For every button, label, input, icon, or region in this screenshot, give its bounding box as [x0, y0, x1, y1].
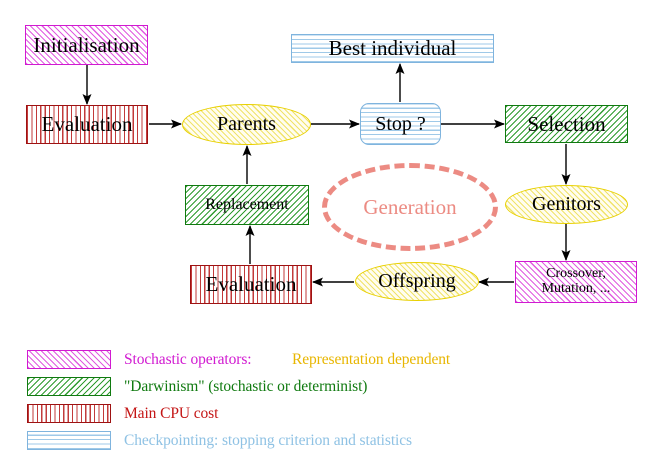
node-evaluation-top[interactable]: Evaluation — [26, 105, 148, 144]
node-replacement[interactable]: Replacement — [185, 185, 309, 225]
legend-swatch-stochastic-operators — [27, 350, 111, 369]
node-selection[interactable]: Selection — [505, 105, 628, 143]
legend-swatch-checkpointing — [27, 431, 111, 450]
node-evaluation-bottom[interactable]: Evaluation — [190, 265, 312, 304]
legend-label-main-cpu-cost: Main CPU cost — [124, 405, 219, 422]
node-best-individual-label: Best individual — [328, 36, 457, 61]
node-parents-label: Parents — [217, 113, 276, 135]
node-best-individual[interactable]: Best individual — [291, 34, 494, 63]
node-crossover-mutation[interactable]: Crossover, Mutation, ... — [515, 261, 637, 303]
node-initialisation-label: Initialisation — [33, 32, 140, 57]
node-stop-label: Stop ? — [375, 112, 426, 135]
node-offspring-label: Offspring — [378, 270, 456, 292]
node-crossover-label-line2: Mutation, ... — [541, 281, 611, 296]
node-stop[interactable]: Stop ? — [360, 103, 441, 145]
node-generation-group: Generation — [322, 163, 498, 251]
legend-label-checkpointing: Checkpointing: stopping criterion and st… — [124, 432, 412, 449]
node-crossover-label-line1: Crossover, — [546, 266, 606, 282]
node-initialisation[interactable]: Initialisation — [25, 25, 148, 65]
node-genitors-label: Genitors — [532, 193, 601, 215]
node-parents[interactable]: Parents — [182, 104, 311, 145]
node-replacement-label: Replacement — [205, 195, 289, 213]
legend-label-representation-dependent: Representation dependent — [292, 351, 451, 368]
node-selection-label: Selection — [527, 111, 606, 136]
node-evaluation-bottom-label: Evaluation — [205, 272, 297, 297]
legend-label-stochastic-operators: Stochastic operators: — [124, 351, 252, 368]
node-offspring[interactable]: Offspring — [355, 262, 479, 301]
legend-label-darwinism: "Darwinism" (stochastic or determinist) — [124, 378, 368, 395]
node-genitors[interactable]: Genitors — [505, 185, 628, 224]
legend-swatch-main-cpu-cost — [27, 404, 111, 423]
node-evaluation-top-label: Evaluation — [41, 112, 133, 137]
node-generation-label: Generation — [363, 194, 457, 219]
legend-swatch-darwinism — [27, 377, 111, 396]
